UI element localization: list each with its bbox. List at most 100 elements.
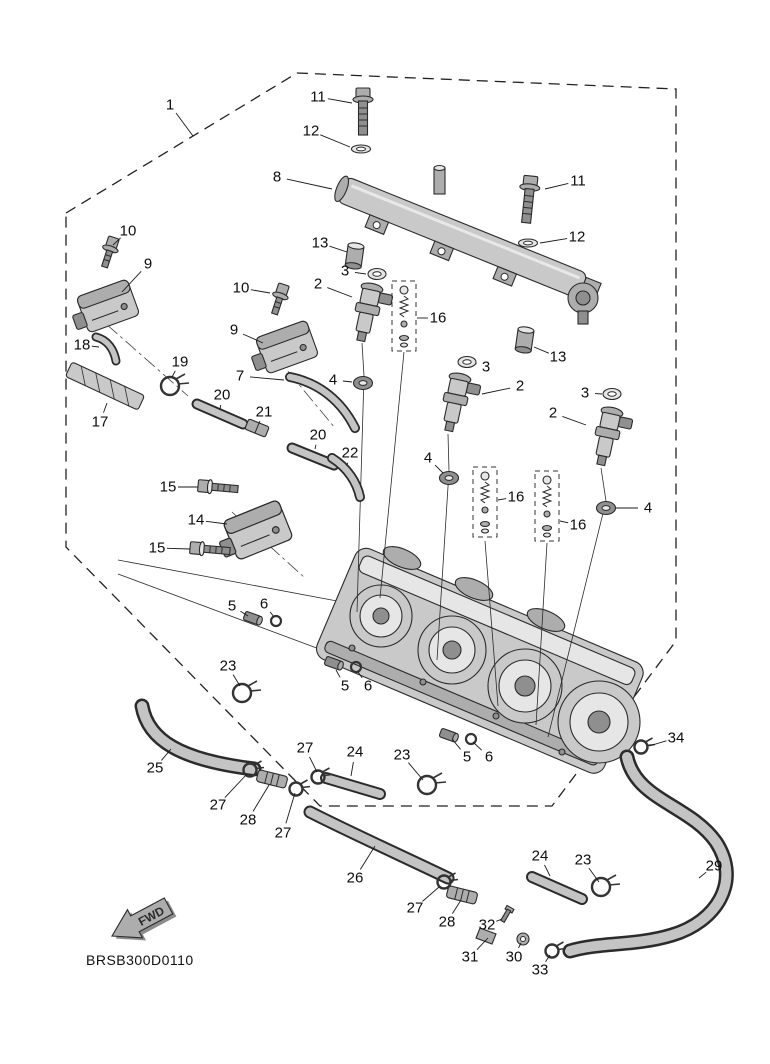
kit-axis-line bbox=[379, 351, 405, 599]
leader-line-24 bbox=[350, 761, 354, 777]
leader-line-2 bbox=[562, 415, 587, 426]
callout-23: 23 bbox=[394, 747, 411, 764]
callout-31: 31 bbox=[462, 949, 479, 966]
callout-29: 29 bbox=[706, 858, 723, 875]
callout-4: 4 bbox=[329, 372, 337, 389]
callout-28: 28 bbox=[439, 914, 456, 931]
leader-line-24 bbox=[544, 864, 551, 877]
callout-14: 14 bbox=[188, 512, 205, 529]
callout-12: 12 bbox=[569, 229, 586, 246]
hose-18 bbox=[91, 332, 121, 366]
callout-11: 11 bbox=[310, 89, 326, 106]
o-ring-upper bbox=[457, 355, 477, 369]
kit-axis-line bbox=[484, 540, 499, 707]
hose-20b bbox=[286, 442, 340, 471]
callout-27: 27 bbox=[407, 900, 424, 917]
leader-line-23 bbox=[232, 674, 241, 687]
leader-line-25 bbox=[161, 748, 172, 761]
leader-line-28 bbox=[252, 784, 270, 812]
callout-17: 17 bbox=[92, 414, 109, 431]
leader-line-27 bbox=[224, 773, 248, 799]
callout-10: 10 bbox=[233, 280, 250, 297]
screw-32 bbox=[500, 904, 515, 924]
hose-24b bbox=[526, 871, 588, 905]
callout-3: 3 bbox=[341, 263, 349, 280]
leader-line-6 bbox=[357, 671, 363, 679]
leader-line-28 bbox=[452, 899, 462, 914]
hose-26 bbox=[303, 805, 455, 885]
washer bbox=[517, 238, 539, 248]
leader-line-5 bbox=[335, 669, 341, 678]
callout-24: 24 bbox=[347, 744, 364, 761]
leader-line-23 bbox=[588, 867, 600, 883]
callout-7: 7 bbox=[236, 368, 244, 385]
leader-line-11 bbox=[327, 98, 353, 104]
leader-line-31 bbox=[476, 937, 489, 951]
leader-line-27 bbox=[422, 886, 440, 902]
leader-line-16 bbox=[497, 498, 507, 501]
leader-line-16 bbox=[559, 520, 569, 524]
leader-line-34 bbox=[648, 740, 667, 747]
callout-5: 5 bbox=[463, 749, 471, 766]
leader-line-13 bbox=[533, 346, 549, 354]
kit-axis-line bbox=[535, 542, 548, 726]
leader-line-12 bbox=[539, 238, 568, 244]
leader-line-9 bbox=[242, 333, 264, 344]
leader-line-4 bbox=[434, 464, 444, 474]
callout-13: 13 bbox=[550, 349, 567, 366]
leader-line-20 bbox=[314, 444, 317, 450]
callout-2: 2 bbox=[314, 276, 322, 293]
leader-line-6 bbox=[269, 611, 275, 618]
callout-6: 6 bbox=[485, 749, 493, 766]
leader-line-7 bbox=[249, 376, 285, 381]
velocity-stack bbox=[526, 608, 566, 632]
callout-3: 3 bbox=[581, 385, 589, 402]
leader-line-14 bbox=[205, 520, 228, 525]
leader-line-17 bbox=[103, 402, 108, 413]
velocity-stack bbox=[382, 546, 422, 570]
callout-16: 16 bbox=[570, 517, 587, 534]
callout-24: 24 bbox=[532, 848, 549, 865]
reference-line bbox=[117, 559, 338, 602]
o-ring-upper bbox=[602, 387, 622, 401]
callout-26: 26 bbox=[347, 870, 364, 887]
diagram-code: BRSB300D0110 bbox=[86, 952, 194, 968]
leader-line-5 bbox=[451, 738, 461, 750]
o-ring-upper bbox=[367, 267, 387, 281]
callout-4: 4 bbox=[424, 450, 432, 467]
leader-line-2 bbox=[481, 387, 511, 395]
leader-line-27 bbox=[309, 756, 318, 773]
hose-25 bbox=[134, 698, 262, 777]
callout-21: 21 bbox=[256, 404, 273, 421]
leader-line-10 bbox=[250, 289, 271, 294]
callout-34: 34 bbox=[668, 730, 685, 747]
grommet-30 bbox=[516, 932, 530, 946]
rail-fitting bbox=[433, 167, 446, 195]
leader-line-4 bbox=[342, 380, 353, 383]
callout-10: 10 bbox=[120, 223, 137, 240]
callout-18: 18 bbox=[74, 337, 91, 354]
callout-8: 8 bbox=[273, 169, 281, 186]
hose-20a bbox=[191, 398, 249, 430]
leader-line-19 bbox=[171, 370, 176, 378]
leader-line-29 bbox=[698, 871, 707, 879]
callout-33: 33 bbox=[532, 962, 549, 979]
spacer bbox=[514, 325, 535, 355]
throttle-body-assembly bbox=[315, 546, 644, 774]
leader-line-6 bbox=[472, 741, 483, 751]
hose-29 bbox=[562, 749, 734, 959]
callout-15: 15 bbox=[149, 540, 166, 557]
callout-13: 13 bbox=[312, 235, 329, 252]
leader-line-27 bbox=[285, 792, 296, 824]
callout-5: 5 bbox=[341, 678, 349, 695]
callout-23: 23 bbox=[220, 658, 237, 675]
leader-line-5 bbox=[240, 610, 249, 617]
callout-25: 25 bbox=[147, 760, 164, 777]
leader-line-33 bbox=[545, 954, 551, 962]
hose-7 bbox=[285, 372, 360, 433]
callout-27: 27 bbox=[275, 825, 292, 842]
